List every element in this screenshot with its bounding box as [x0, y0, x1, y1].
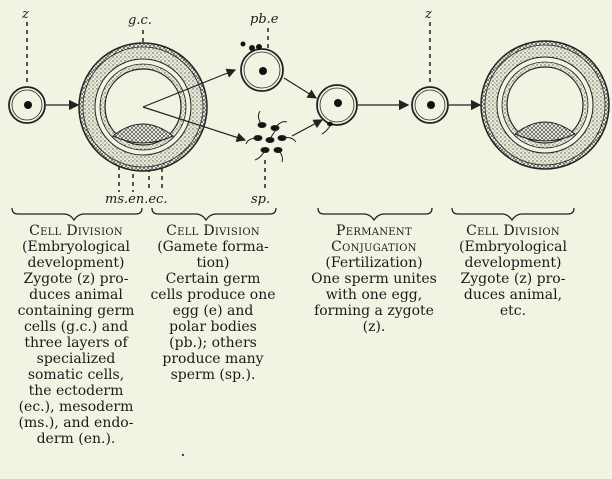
label-z-left: z	[22, 8, 29, 21]
column-line: Certain germ	[148, 271, 278, 287]
column-line: etc.	[442, 303, 584, 319]
column-line: three layers of	[2, 335, 150, 351]
column-line: cells produce one	[148, 287, 278, 303]
column-line: produce many	[148, 351, 278, 367]
column-line: with one egg,	[294, 287, 454, 303]
column-line: polar bodies	[148, 319, 278, 335]
label-germ-layers: ms.en.ec.	[105, 193, 167, 206]
embryo-right	[481, 41, 609, 169]
column-heading-2: Conjugation	[294, 239, 454, 255]
column-line: Zygote (z) pro-	[442, 271, 584, 287]
column-line: (z).	[294, 319, 454, 335]
label-polar-body-egg: pb.e	[250, 13, 278, 26]
column-heading: Cell Division	[442, 223, 584, 239]
brace-1	[12, 208, 142, 220]
column-line: cells (g.c.) and	[2, 319, 150, 335]
column-line: (ec.), mesoderm	[2, 399, 150, 415]
column-line: One sperm unites	[294, 271, 454, 287]
column-fertilization: Permanent Conjugation (Fertilization) On…	[294, 223, 454, 335]
column-embryological-development: Cell Division (Embryological development…	[2, 223, 150, 447]
zygote-left	[9, 87, 45, 123]
zygote-right	[412, 87, 448, 123]
column-line: the ectoderm	[2, 383, 150, 399]
column-line: (Fertilization)	[294, 255, 454, 271]
column-line: egg (e) and	[148, 303, 278, 319]
column-line: sperm (sp.).	[148, 367, 278, 383]
column-heading: Cell Division	[148, 223, 278, 239]
brace-2	[152, 208, 276, 220]
column-heading: Cell Division	[2, 223, 150, 239]
column-heading: Permanent	[294, 223, 454, 239]
column-line: (Gamete forma-	[148, 239, 278, 255]
column-line: derm (en.).	[2, 431, 150, 447]
brace-3	[318, 208, 432, 220]
column-line: duces animal	[2, 287, 150, 303]
column-line: Zygote (z) pro-	[2, 271, 150, 287]
column-line: forming a zygote	[294, 303, 454, 319]
column-line: (pb.); others	[148, 335, 278, 351]
column-embryological-development-2: Cell Division (Embryological development…	[442, 223, 584, 319]
column-line: (Embryological	[442, 239, 584, 255]
column-line: development)	[442, 255, 584, 271]
column-line: containing germ	[2, 303, 150, 319]
column-line: (ms.), and endo-	[2, 415, 150, 431]
label-z-right: z	[425, 8, 432, 21]
brace-4	[452, 208, 574, 220]
column-line: (Embryological	[2, 239, 150, 255]
column-line: somatic cells,	[2, 367, 150, 383]
column-gamete-formation: Cell Division (Gamete forma- tion) Certa…	[148, 223, 278, 383]
label-sperm: sp.	[251, 193, 270, 206]
column-line: tion)	[148, 255, 278, 271]
column-line: duces animal,	[442, 287, 584, 303]
column-line: development)	[2, 255, 150, 271]
fertilized-egg	[317, 85, 357, 134]
sperm-cluster	[246, 111, 296, 162]
label-germ-cells: g.c.	[128, 14, 152, 27]
column-line: specialized	[2, 351, 150, 367]
egg-with-polar-bodies	[241, 42, 284, 92]
